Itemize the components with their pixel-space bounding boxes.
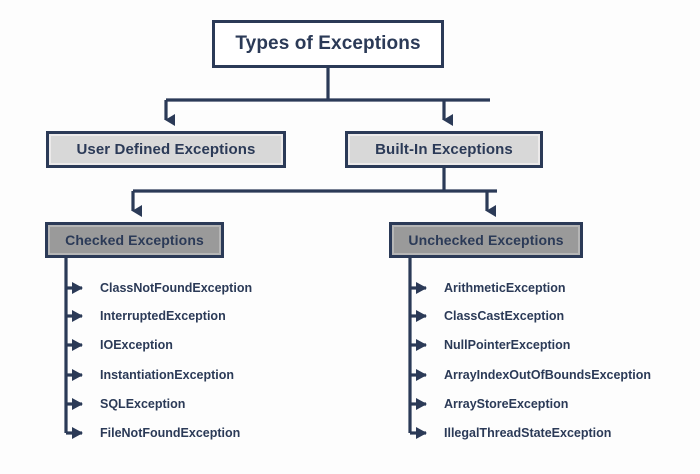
node-label: Types of Exceptions bbox=[235, 33, 421, 54]
list-item[interactable]: ArrayIndexOutOfBoundsException bbox=[444, 366, 651, 384]
list-item[interactable]: SQLException bbox=[100, 395, 185, 413]
node-label: Checked Exceptions bbox=[65, 232, 204, 248]
list-item[interactable]: FileNotFoundException bbox=[100, 424, 240, 442]
leaf-label: ClassCastException bbox=[444, 308, 565, 323]
leaf-label: SQLException bbox=[100, 396, 186, 411]
node-checked-exceptions[interactable]: Checked Exceptions bbox=[45, 222, 224, 258]
list-item[interactable]: InstantiationException bbox=[100, 366, 234, 384]
leaf-label: IOException bbox=[100, 337, 173, 352]
leaf-label: FileNotFoundException bbox=[100, 425, 241, 440]
leaf-label: ArithmeticException bbox=[444, 280, 566, 295]
leaf-label: ClassNotFoundException bbox=[100, 280, 253, 295]
list-item[interactable]: InterruptedException bbox=[100, 307, 226, 325]
node-unchecked-exceptions[interactable]: Unchecked Exceptions bbox=[389, 222, 583, 258]
leaf-label: InstantiationException bbox=[100, 367, 235, 382]
list-item[interactable]: ClassNotFoundException bbox=[100, 279, 252, 297]
list-item[interactable]: IllegalThreadStateException bbox=[444, 424, 611, 442]
node-label: User Defined Exceptions bbox=[76, 141, 256, 158]
list-item[interactable]: ArrayStoreException bbox=[444, 395, 568, 413]
list-item[interactable]: NullPointerException bbox=[444, 336, 570, 354]
leaf-label: ArrayStoreException bbox=[444, 396, 569, 411]
node-built-in-exceptions[interactable]: Built-In Exceptions bbox=[345, 131, 543, 168]
node-types-of-exceptions[interactable]: Types of Exceptions bbox=[212, 20, 444, 68]
leaf-label: NullPointerException bbox=[444, 337, 571, 352]
leaf-label: InterruptedException bbox=[100, 308, 226, 323]
list-item[interactable]: ClassCastException bbox=[444, 307, 564, 325]
list-item[interactable]: IOException bbox=[100, 336, 173, 354]
leaf-label: IllegalThreadStateException bbox=[444, 425, 612, 440]
leaf-label: ArrayIndexOutOfBoundsException bbox=[444, 367, 651, 382]
node-user-defined-exceptions[interactable]: User Defined Exceptions bbox=[46, 131, 286, 168]
list-item[interactable]: ArithmeticException bbox=[444, 279, 566, 297]
node-label: Unchecked Exceptions bbox=[408, 232, 564, 248]
node-label: Built-In Exceptions bbox=[375, 141, 513, 158]
